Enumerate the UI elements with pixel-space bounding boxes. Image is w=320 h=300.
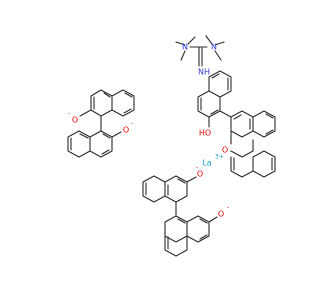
atom-label-o: O: [72, 116, 78, 125]
bond: [205, 35, 213, 45]
bond: [199, 218, 208, 224]
bond: [101, 149, 110, 155]
binaphtholate-left: O - O -: [67, 89, 135, 158]
bond: [89, 130, 113, 158]
bond: [164, 235, 188, 257]
atom-label-ho: HO: [199, 129, 211, 138]
bond: [123, 108, 132, 114]
atom-label-n: N: [211, 43, 217, 52]
bond: [102, 133, 111, 139]
charge-minus: -: [131, 121, 133, 128]
bond: [219, 110, 232, 118]
molecule-diagram: N N NH O - O -: [67, 35, 276, 257]
bond: [214, 41, 225, 46]
bond: [265, 129, 274, 135]
bond: [186, 176, 197, 183]
tetramethylguanidine: N N NH: [175, 35, 225, 77]
bond: [199, 234, 208, 240]
bond: [187, 36, 196, 45]
molecule-canvas: N N NH O - O -: [67, 35, 276, 257]
bond: [175, 41, 186, 46]
charge-minus: -: [230, 140, 232, 147]
bond: [177, 218, 186, 224]
bond: [177, 178, 186, 184]
charge-minus: -: [227, 205, 229, 212]
bond: [103, 92, 111, 98]
atom-label-o: O: [222, 146, 228, 155]
bond: [79, 109, 92, 117]
bond: [265, 113, 274, 119]
binaphtholate-bottom: O - O -: [142, 165, 229, 257]
atom-label-la: La: [202, 159, 211, 168]
bond: [252, 150, 276, 178]
bond: [124, 92, 133, 98]
atom-label-nh: NH: [198, 68, 210, 77]
bond: [180, 50, 186, 61]
atom-label-o: O: [218, 210, 224, 219]
bond: [142, 175, 166, 203]
charge-3plus: 3+: [215, 154, 224, 161]
charge-minus: -: [68, 111, 70, 118]
bond: [252, 110, 276, 138]
bond: [79, 133, 89, 139]
bond: [210, 109, 219, 115]
bond: [67, 130, 91, 158]
bond: [214, 50, 222, 61]
lanthanum-center: La 3+: [202, 154, 224, 168]
bond: [208, 216, 218, 223]
bond: [186, 215, 210, 243]
bond: [111, 131, 122, 138]
bond: [233, 114, 242, 120]
atom-label-o: O: [197, 170, 203, 179]
bond: [111, 89, 135, 117]
bond: [230, 156, 254, 178]
binaphthol-right: HO O -: [197, 70, 276, 178]
bond: [211, 73, 220, 79]
atom-label-n: N: [182, 43, 188, 52]
bond: [230, 139, 254, 158]
atom-label-o: O: [123, 126, 129, 135]
bond: [208, 70, 232, 98]
charge-minus: -: [196, 165, 198, 172]
